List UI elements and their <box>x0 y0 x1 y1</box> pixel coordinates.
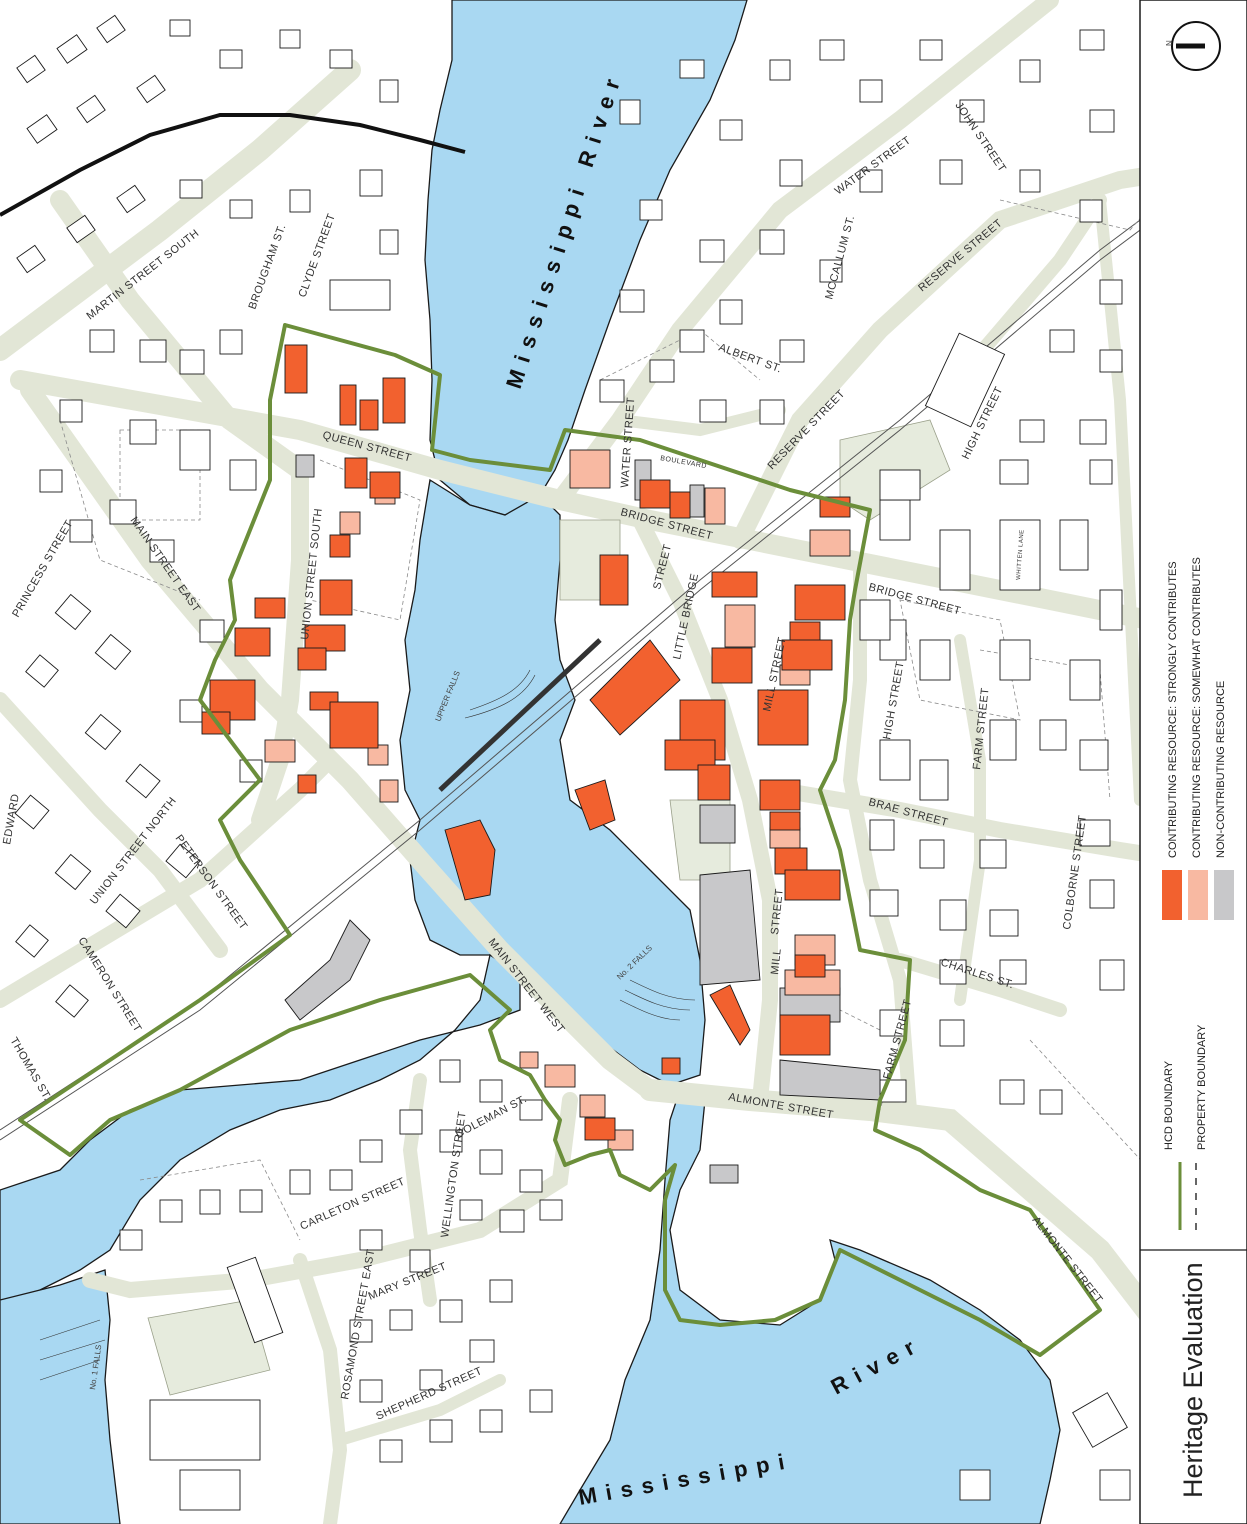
legend-property-boundary: PROPERTY BOUNDARY <box>1195 1024 1208 1230</box>
legend-noncontrib: NON-CONTRIBUTING RESOURCE <box>1214 681 1234 920</box>
hcd-boundary-line <box>18 323 1102 1357</box>
legend-panel: N HCD BOUNDARY PROPERTY BOUNDARY CONTRIB… <box>1139 0 1247 1524</box>
map-title: Heritage Evaluation <box>1178 1262 1208 1498</box>
building-outlines <box>14 14 1181 1511</box>
north-arrow: N <box>1165 21 1221 71</box>
north-arrow-label: N <box>1165 40 1174 46</box>
park-areas <box>147 419 951 1396</box>
railway <box>0 139 1247 1141</box>
legend-hcd-label: HCD BOUNDARY <box>1163 1060 1175 1150</box>
label-whitten: WHITTEN LANE <box>1016 529 1026 580</box>
legend-strong: CONTRIBUTING RESOURCE: STRONGLY CONTRIBU… <box>1162 561 1182 920</box>
falls-hatching <box>39 669 696 1381</box>
label-mill-c: STREET <box>769 888 786 935</box>
north-wall-line <box>0 113 466 217</box>
label-mill-b: MILL <box>769 948 784 976</box>
legend-property-label: PROPERTY BOUNDARY <box>1196 1024 1208 1150</box>
legend-hcd-boundary: HCD BOUNDARY <box>1163 1060 1182 1230</box>
legend-somewhat-label: CONTRIBUTING RESOURCE: SOMEWHAT CONTRIBU… <box>1191 557 1203 858</box>
strongly-contributing-buildings <box>201 344 851 1141</box>
legend-somewhat: CONTRIBUTING RESOURCE: SOMEWHAT CONTRIBU… <box>1188 557 1208 920</box>
legend-noncontrib-label: NON-CONTRIBUTING RESOURCE <box>1215 681 1227 858</box>
non-contributing-buildings <box>284 454 881 1184</box>
legend-strong-label: CONTRIBUTING RESOURCE: STRONGLY CONTRIBU… <box>1167 561 1179 858</box>
